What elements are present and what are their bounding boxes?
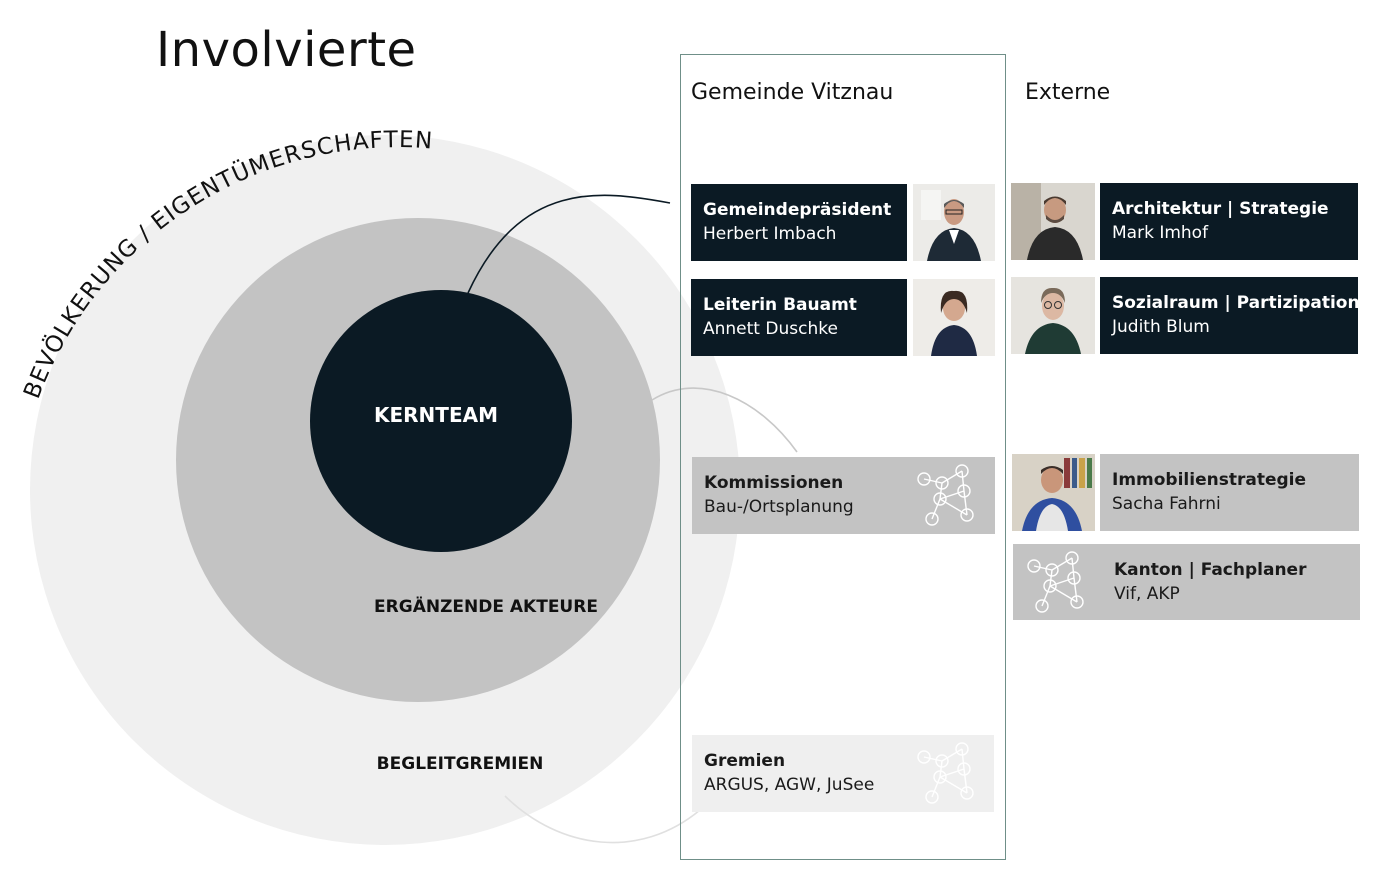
connector-middle-line: [651, 387, 798, 453]
card-role: Gremien: [704, 751, 786, 771]
core-circle: [310, 290, 572, 552]
card-name: Herbert Imbach: [703, 224, 837, 244]
card-name: Bau-/Ortsplanung: [704, 497, 854, 517]
card-name: Judith Blum: [1112, 317, 1210, 337]
card-role: Gemeindepräsident: [703, 200, 892, 220]
card-role: Immobilienstrategie: [1112, 470, 1306, 490]
card-sozialraum-partizipation: Sozialraum | Partizipation Judith Blum: [1100, 277, 1360, 354]
begleitgremien-label: BEGLEITGREMIEN: [377, 754, 544, 774]
card-name: Annett Duschke: [703, 319, 838, 339]
person-photo-icon: [1012, 454, 1095, 531]
card-role: Sozialraum | Partizipation: [1112, 293, 1360, 313]
connector-core-line: [467, 194, 671, 294]
card-leiterin-bauamt: Leiterin Bauamt Annett Duschke: [691, 279, 907, 356]
card-gemeindepraesident: Gemeindepräsident Herbert Imbach: [691, 184, 907, 261]
externe-column-heading: Externe: [1025, 80, 1111, 105]
connector-outer-line: [504, 795, 701, 844]
card-role: Architektur | Strategie: [1112, 199, 1329, 219]
gemeinde-column-frame: [680, 54, 1006, 860]
gemeinde-column-heading: Gemeinde Vitznau: [691, 80, 894, 105]
card-gremien: Gremien ARGUS, AGW, JuSee: [692, 735, 994, 812]
person-photo-icon: [1011, 277, 1095, 354]
card-name: Mark Imhof: [1112, 223, 1209, 243]
core-circle-label: KERNTEAM: [374, 403, 498, 427]
card-immobilienstrategie: Immobilienstrategie Sacha Fahrni: [1100, 454, 1359, 531]
card-role: Kanton | Fachplaner: [1114, 560, 1307, 580]
network-people-icon: [917, 742, 974, 804]
network-people-icon: [917, 464, 974, 526]
person-photo-icon: [913, 184, 995, 261]
person-photo-icon: [1011, 183, 1095, 260]
card-kanton-fachplaner: Kanton | Fachplaner Vif, AKP: [1013, 544, 1360, 620]
card-role: Leiterin Bauamt: [703, 295, 857, 315]
card-architektur-strategie: Architektur | Strategie Mark Imhof: [1100, 183, 1358, 260]
person-photo-icon: [913, 279, 995, 356]
middle-circle-label: ERGÄNZENDE AKTEURE: [374, 595, 598, 617]
network-people-icon: [1027, 551, 1084, 613]
card-role: Kommissionen: [704, 473, 844, 493]
page-title: Involvierte: [156, 22, 417, 78]
card-name: ARGUS, AGW, JuSee: [704, 775, 875, 795]
card-name: Sacha Fahrni: [1112, 494, 1221, 514]
card-name: Vif, AKP: [1114, 584, 1180, 604]
